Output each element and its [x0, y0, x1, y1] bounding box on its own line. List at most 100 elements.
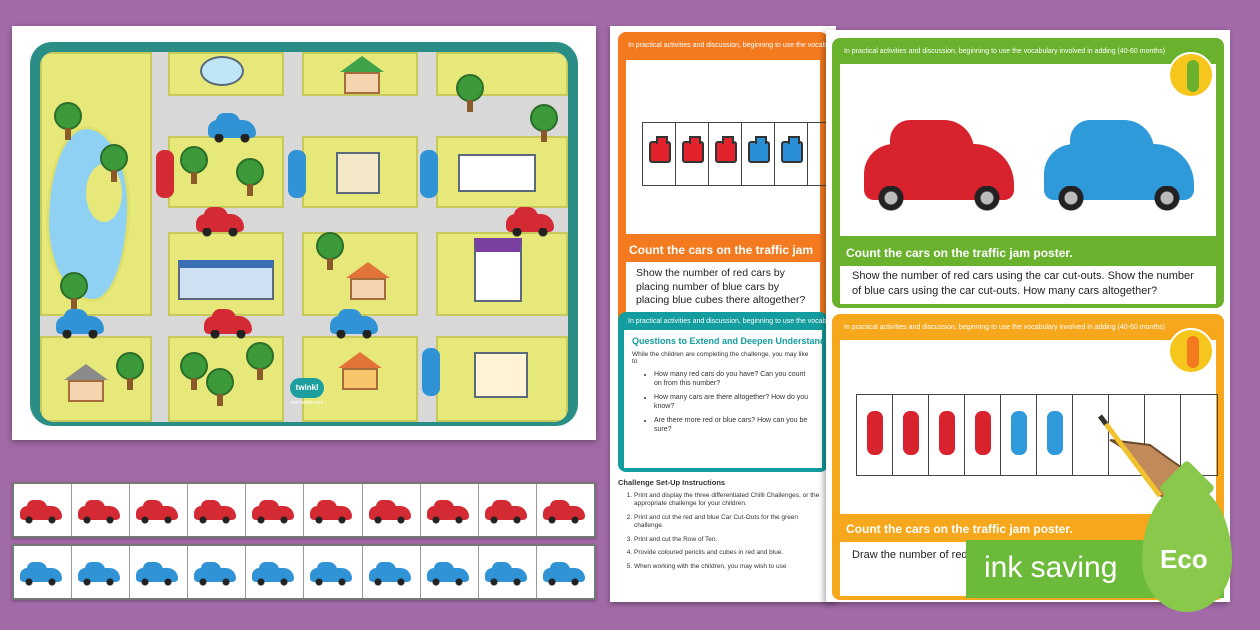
- frame-cell: [709, 123, 742, 185]
- supermarket-icon: [178, 260, 274, 300]
- leaf-icon: [1142, 484, 1232, 612]
- card-image-area: [626, 60, 828, 234]
- cottage-icon: [64, 364, 108, 402]
- tree-icon: [236, 158, 264, 196]
- setup-heading: Challenge Set-Up Instructions: [618, 478, 726, 487]
- cutout-cell: [188, 484, 247, 536]
- red-car-icon: [939, 411, 955, 455]
- red-car-cutouts: [12, 482, 596, 538]
- frame-cell: [742, 123, 775, 185]
- list-item: How many cars are there altogether? How …: [654, 393, 814, 411]
- cutout-cell: [130, 484, 189, 536]
- blue-car-icon: [420, 150, 438, 198]
- fountain-icon: [200, 56, 244, 86]
- tree-icon: [180, 352, 208, 390]
- tree-icon: [100, 144, 128, 182]
- cutout-cell: [421, 484, 479, 536]
- blue-car-icon: [1011, 411, 1027, 455]
- blue-car-icon: [288, 150, 306, 198]
- cutout-cell: [304, 484, 363, 536]
- cutout-cell: [72, 546, 131, 598]
- cutout-cell: [479, 546, 537, 598]
- cutout-cell: [14, 546, 73, 598]
- frame-cell: [965, 395, 1001, 475]
- cutout-cell: [246, 546, 305, 598]
- cutout-cell: [246, 484, 305, 536]
- list-item: Are there more red or blue cars? How can…: [654, 416, 814, 434]
- blue-cube-icon: [748, 136, 770, 163]
- extend-questions-card: In practical activities and discussion, …: [618, 312, 828, 472]
- poster-frame: twinkl visit twinkl.com: [30, 42, 578, 426]
- tree-icon: [246, 342, 274, 380]
- blue-car-icon: [330, 309, 378, 339]
- blue-car-icon: [194, 562, 237, 586]
- blue-car-icon: [426, 562, 469, 586]
- frame-cell: [643, 123, 676, 185]
- questions-list: How many red cars do you have? Can you c…: [632, 370, 814, 435]
- red-car-icon: [136, 500, 179, 524]
- cutout-cell: [537, 484, 594, 536]
- red-car-icon: [903, 411, 919, 455]
- frame-cell: [1001, 395, 1037, 475]
- spicy-challenge-card: In practical activities and discussion, …: [618, 32, 828, 332]
- list-item: Print and cut the Row of Ten.: [634, 536, 828, 544]
- curriculum-note: In practical activities and discussion, …: [844, 48, 1166, 55]
- town-map: twinkl visit twinkl.com: [40, 52, 568, 422]
- cutout-cell: [363, 546, 421, 598]
- tree-icon: [54, 102, 82, 140]
- curriculum-note: In practical activities and discussion, …: [628, 318, 828, 325]
- eco-label: Eco: [1160, 544, 1208, 574]
- tree-icon: [316, 232, 344, 270]
- blue-car-icon: [136, 562, 179, 586]
- mild-challenge-card: In practical activities and discussion, …: [832, 38, 1224, 308]
- card-title: Count the cars on the traffic jam poster…: [840, 518, 1116, 540]
- frame-cell: [676, 123, 709, 185]
- red-car-icon: [194, 500, 237, 524]
- list-item: Provide coloured pencils and cubes in re…: [634, 549, 828, 557]
- car-ten-frame: [856, 394, 1218, 476]
- mild-chilli-badge-icon: [1168, 52, 1214, 98]
- shop-icon: [340, 56, 384, 94]
- red-cube-icon: [715, 136, 737, 163]
- cutout-cell: [72, 484, 131, 536]
- hot-challenge-card: In practical activities and discussion, …: [832, 314, 1224, 600]
- frame-cell: [1145, 395, 1181, 475]
- red-car-icon: [368, 500, 411, 524]
- card-body: Show the number of red cars using the ca…: [840, 266, 1216, 304]
- questions-panel: Questions to Extend and Deepen Understan…: [624, 330, 822, 468]
- tree-icon: [60, 272, 88, 310]
- cutout-cell: [304, 546, 363, 598]
- curriculum-note: In practical activities and discussion, …: [628, 42, 828, 49]
- card-title: Count the cars on the traffic jam: [626, 240, 820, 260]
- challenge-sheet-front: In practical activities and discussion, …: [826, 30, 1230, 602]
- red-car-icon: [542, 500, 585, 524]
- cutout-cell: [363, 484, 421, 536]
- challenge-sheet-back: In practical activities and discussion, …: [610, 26, 836, 602]
- police-station-icon: [336, 152, 380, 194]
- blue-car-icon: [56, 309, 104, 339]
- red-car-icon: [426, 500, 469, 524]
- school-icon: [458, 154, 536, 192]
- tree-icon: [116, 352, 144, 390]
- tree-icon: [180, 146, 208, 184]
- questions-intro: While the children are completing the ch…: [632, 351, 809, 365]
- list-item: Print and display the three differentiat…: [634, 492, 828, 509]
- setup-steps: Print and display the three differentiat…: [618, 492, 828, 571]
- red-car-icon: [252, 500, 295, 524]
- curriculum-note: In practical activities and discussion, …: [844, 324, 1166, 331]
- house-icon: [346, 262, 390, 300]
- setup-instructions: Challenge Set-Up Instructions Print and …: [618, 478, 828, 576]
- blue-car-icon: [252, 562, 295, 586]
- red-car-icon: [310, 500, 353, 524]
- blue-cube-icon: [781, 136, 803, 163]
- tree-icon: [530, 104, 558, 142]
- blue-car-icon: [542, 562, 585, 586]
- list-item: When working with the children, you may …: [634, 563, 828, 571]
- frame-cell: [1109, 395, 1145, 475]
- cutout-cell: [14, 484, 73, 536]
- cutout-cell: [421, 546, 479, 598]
- red-cube-icon: [649, 136, 671, 163]
- blue-car-icon: [1047, 411, 1063, 455]
- hardware-store-icon: [474, 238, 522, 302]
- frame-cell: [808, 123, 828, 185]
